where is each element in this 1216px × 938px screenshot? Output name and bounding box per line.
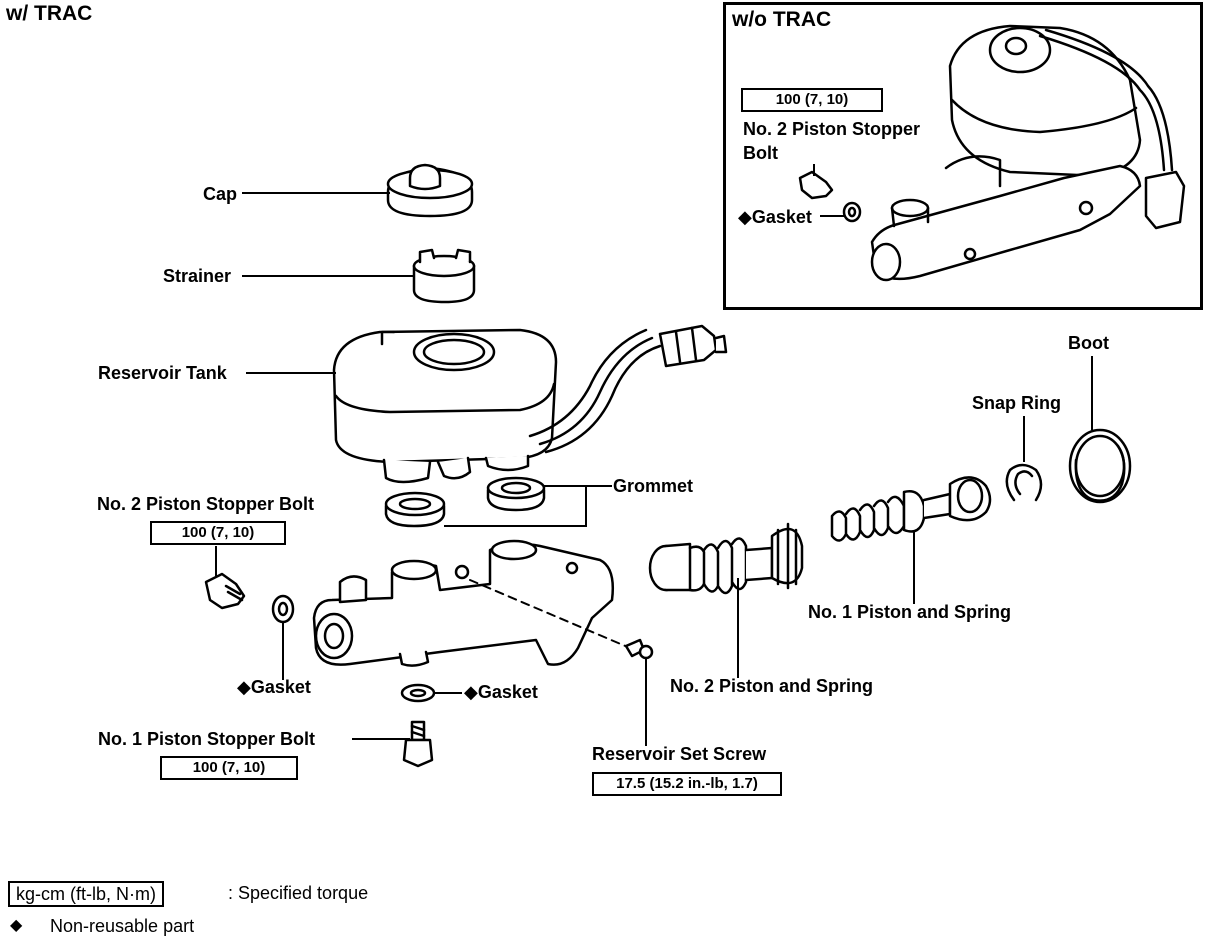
reservoir-tank-part [332,324,728,484]
gasket-bottom-part [400,683,436,703]
no2-stopper-bolt-part [204,572,246,610]
no2-stopper-bolt-torque: 100 (7, 10) [150,521,286,545]
legend-torque-desc: : Specified torque [228,883,369,903]
grommet-label: Grommet [613,476,694,496]
cap-label: Cap [203,184,238,204]
reservoir-set-screw-torque: 17.5 (15.2 in.-lb, 1.7) [592,772,782,796]
boot-part [1068,428,1132,504]
grommet-part-right [486,476,546,512]
no1-stopper-bolt-torque: 100 (7, 10) [160,756,298,780]
reservoir-tank-label: Reservoir Tank [98,363,227,383]
no1-piston-spring-label: No. 1 Piston and Spring [808,602,1012,622]
inset-bolt-label-line2: Bolt [743,143,778,163]
no1-stopper-bolt-part [402,720,434,768]
no2-piston-spring-label: No. 2 Piston and Spring [670,676,874,696]
master-cylinder-body [312,539,614,667]
legend-torque-unit: kg-cm (ft-lb, N·m) [8,881,164,907]
reservoir-set-screw-part [624,638,654,660]
inset-torque-box: 100 (7, 10) [741,88,883,112]
inset-without-trac [723,2,1203,310]
main-title: w/ TRAC [6,2,93,25]
strainer-label: Strainer [163,266,232,286]
gasket-left-label: ◆Gasket [237,677,311,697]
reservoir-set-screw-label: Reservoir Set Screw [592,744,767,764]
inset-master-cylinder [798,24,1186,282]
inset-gasket-label: ◆Gasket [738,207,812,227]
no2-stopper-bolt-label: No. 2 Piston Stopper Bolt [97,494,315,514]
strainer-part [412,248,476,304]
boot-label: Boot [1068,333,1109,353]
inset-bolt-label-line1: No. 2 Piston Stopper [743,119,921,139]
no2-piston-spring-part [648,522,804,595]
gasket-bottom-label: ◆Gasket [464,682,538,702]
legend-nonreusable: Non-reusable part [50,916,195,936]
no1-stopper-bolt-label: No. 1 Piston Stopper Bolt [98,729,316,749]
cap-part [386,163,474,218]
no1-piston-spring-part [830,476,992,542]
snap-ring-label: Snap Ring [972,393,1061,413]
inset-title: w/o TRAC [732,8,832,31]
leader-lines [215,164,1093,746]
snap-ring-part [1005,463,1043,502]
gasket-left-part [271,594,295,624]
grommet-part-left [384,491,446,528]
legend-diamond-icon: ◆ [10,917,23,934]
